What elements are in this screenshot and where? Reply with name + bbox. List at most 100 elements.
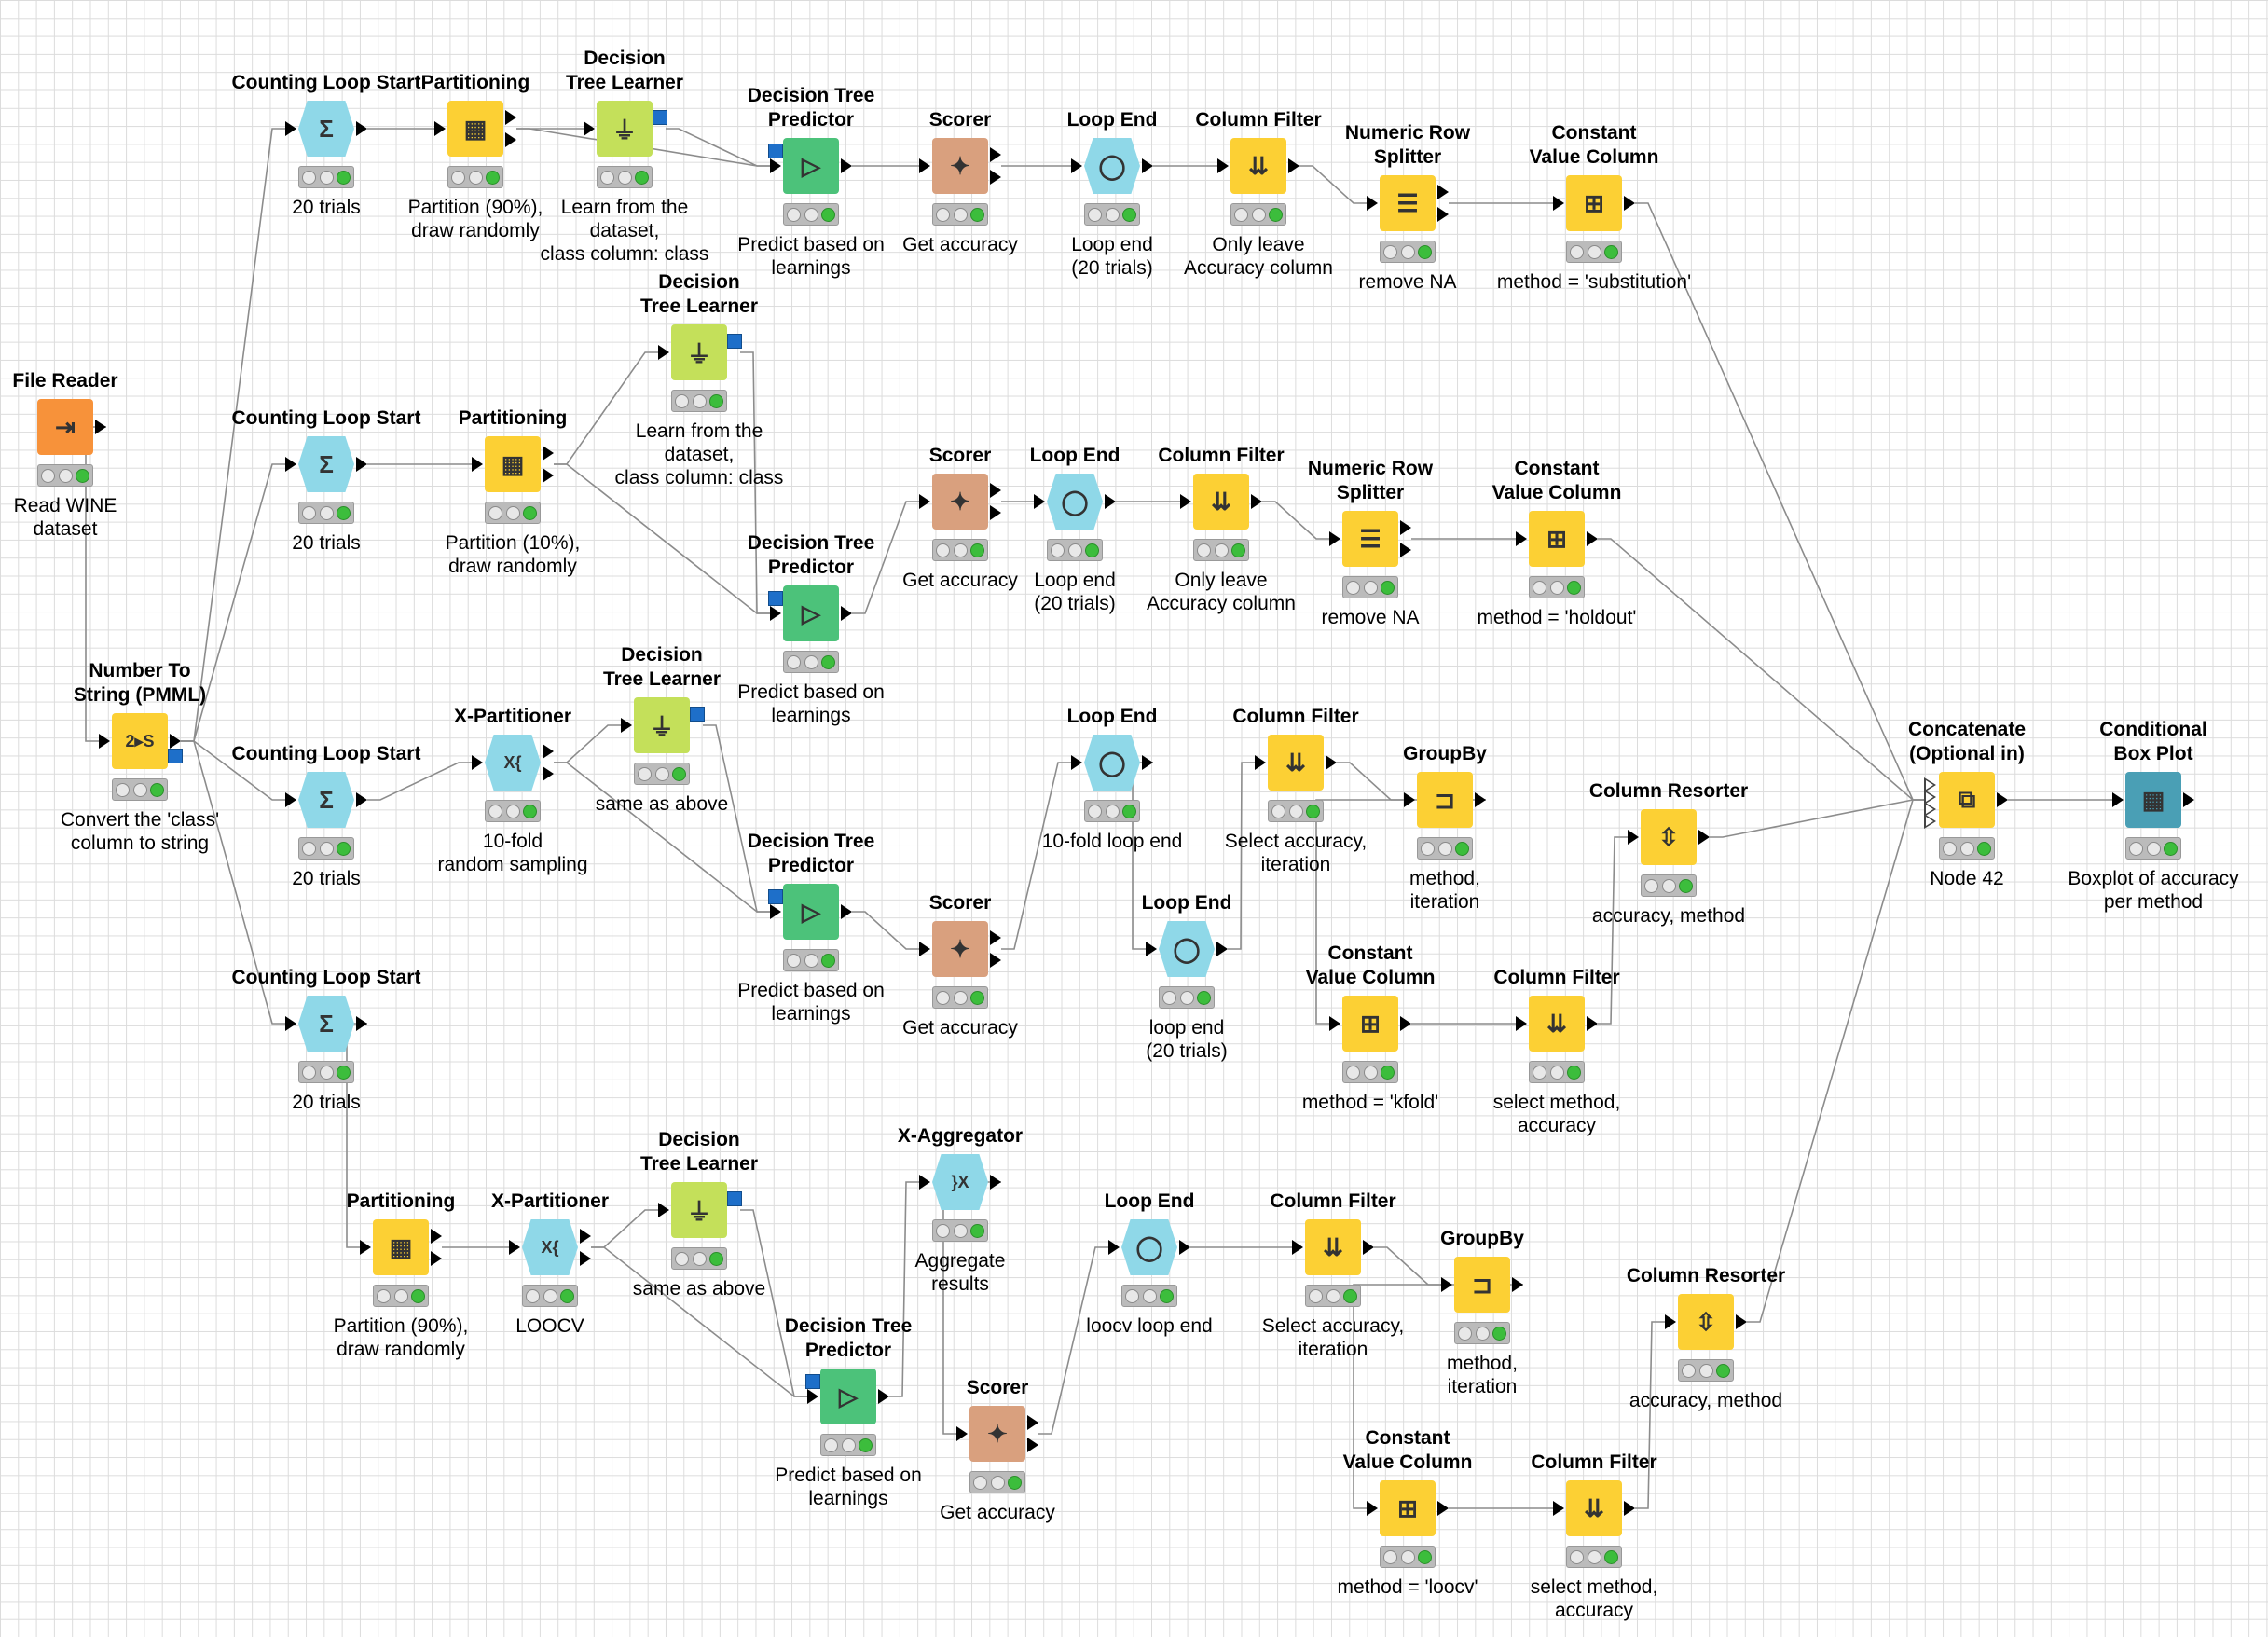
input-port[interactable] [2112,792,2124,807]
output-port[interactable] [1400,520,1411,535]
output-port[interactable] [580,1229,591,1244]
node-caption[interactable]: Convert the 'class' column to string [60,809,220,854]
input-port[interactable] [1367,1501,1378,1516]
node-caption[interactable]: 10-fold random sampling [437,831,588,875]
decision-tree-learner-icon[interactable]: ⏚ [671,1182,727,1238]
output-port[interactable] [1437,185,1449,199]
input-port[interactable] [658,345,669,360]
node-le1[interactable]: Loop End◯Loop end (20 trials) [1014,109,1210,280]
output-port[interactable] [878,1389,889,1404]
node-caption[interactable]: Get accuracy [902,570,1018,591]
output-port[interactable] [1288,158,1299,173]
output-port[interactable] [1475,792,1486,807]
number-to-string-icon[interactable]: 2▸S [112,713,168,769]
node-caption[interactable]: remove NA [1358,271,1457,293]
model-output-port[interactable] [168,749,183,763]
node-caption[interactable]: method = 'holdout' [1477,607,1637,628]
decision-tree-predictor-icon[interactable]: ▷ [783,585,839,641]
output-port[interactable] [505,110,516,125]
output-port[interactable] [356,121,367,136]
model-input-port[interactable] [805,1374,820,1389]
output-port[interactable] [1179,1240,1190,1255]
output-port[interactable] [990,1175,1001,1190]
decision-tree-learner-icon[interactable]: ⏚ [634,697,690,753]
output-port[interactable] [1624,1501,1635,1516]
output-port[interactable] [580,1251,591,1266]
input-port[interactable] [1516,1016,1527,1031]
input-port[interactable] [919,158,930,173]
input-port[interactable] [1180,494,1191,509]
input-port[interactable] [807,1389,818,1404]
input-port[interactable] [1665,1314,1676,1329]
output-port[interactable] [1216,942,1228,956]
groupby-icon[interactable]: ⊐ [1417,772,1473,828]
input-port[interactable] [1404,792,1415,807]
output-port[interactable] [1400,543,1411,557]
output-port[interactable] [1698,830,1710,845]
input-port[interactable] [99,734,110,749]
input-port[interactable] [1516,531,1527,546]
node-boxplot[interactable]: Conditional Box Plot▦Boxplot of accuracy… [2055,719,2251,914]
output-port[interactable] [1736,1314,1747,1329]
input-port[interactable] [1329,531,1340,546]
node-gb4[interactable]: GroupBy⊐method, iteration [1384,1228,1580,1398]
node-caption[interactable]: Boxplot of accuracy per method [2068,868,2239,913]
groupby-icon[interactable]: ⊐ [1454,1257,1510,1313]
column-filter-icon[interactable]: ⇊ [1268,735,1324,791]
constant-value-column-icon[interactable]: ⊞ [1529,511,1585,567]
output-port[interactable] [356,457,367,472]
node-caption[interactable]: Predict based on learnings [737,681,885,726]
scorer-icon[interactable]: ✦ [932,921,988,977]
x-aggregator-icon[interactable]: }X [932,1154,988,1210]
node-nrs1[interactable]: Numeric Row Splitter☰remove NA [1310,122,1505,294]
output-port[interactable] [1437,207,1449,222]
node-caption[interactable]: Select accuracy, iteration [1224,831,1368,875]
input-port[interactable] [1292,1240,1303,1255]
optional-input-port[interactable] [1924,814,1936,829]
loop-start-icon[interactable]: Σ [298,436,354,492]
input-port[interactable] [770,904,781,919]
node-caption[interactable]: Partition (10%), draw randomly [445,532,581,577]
output-port[interactable] [95,420,106,434]
input-port[interactable] [434,121,446,136]
loop-end-icon[interactable]: ◯ [1084,735,1140,791]
node-caption[interactable]: Learn from the dataset, class column: cl… [614,420,784,488]
node-caption[interactable]: method = 'kfold' [1301,1092,1439,1113]
input-port[interactable] [919,494,930,509]
output-port[interactable] [543,744,554,759]
row-splitter-icon[interactable]: ☰ [1380,175,1436,231]
constant-value-column-icon[interactable]: ⊞ [1342,996,1398,1052]
input-port[interactable] [1255,755,1266,770]
node-cf2[interactable]: Column Filter⇊Only leave Accuracy column [1123,445,1319,615]
node-caption[interactable]: same as above [632,1278,766,1300]
loop-start-icon[interactable]: Σ [298,772,354,828]
output-port[interactable] [990,505,1001,520]
node-concat[interactable]: Concatenate (Optional in)⧉Node 42 [1869,719,2065,890]
output-port[interactable] [841,904,852,919]
output-port[interactable] [1142,755,1153,770]
node-dtp3[interactable]: Decision Tree Predictor▷Predict based on… [713,831,909,1025]
column-filter-icon[interactable]: ⇊ [1230,138,1286,194]
box-plot-icon[interactable]: ▦ [2125,772,2181,828]
column-resorter-icon[interactable]: ⇳ [1678,1294,1734,1350]
output-port[interactable] [841,606,852,621]
node-cr4[interactable]: Column Resorter⇳accuracy, method [1608,1265,1804,1412]
loop-end-icon[interactable]: ◯ [1047,474,1103,530]
row-splitter-icon[interactable]: ☰ [1342,511,1398,567]
node-caption[interactable]: Read WINE dataset [13,495,117,540]
output-port[interactable] [1512,1277,1523,1292]
node-cvc4[interactable]: Constant Value Column⊞method = 'loocv' [1310,1427,1505,1599]
node-part2[interactable]: Partitioning▦Partition (10%), draw rando… [415,407,611,578]
node-dtp2[interactable]: Decision Tree Predictor▷Predict based on… [713,532,909,727]
output-port[interactable] [1251,494,1262,509]
x-partitioner-icon[interactable]: X{ [522,1219,578,1275]
decision-tree-predictor-icon[interactable]: ▷ [820,1369,876,1424]
partitioning-icon[interactable]: ▦ [447,101,503,157]
output-port[interactable] [1326,755,1337,770]
